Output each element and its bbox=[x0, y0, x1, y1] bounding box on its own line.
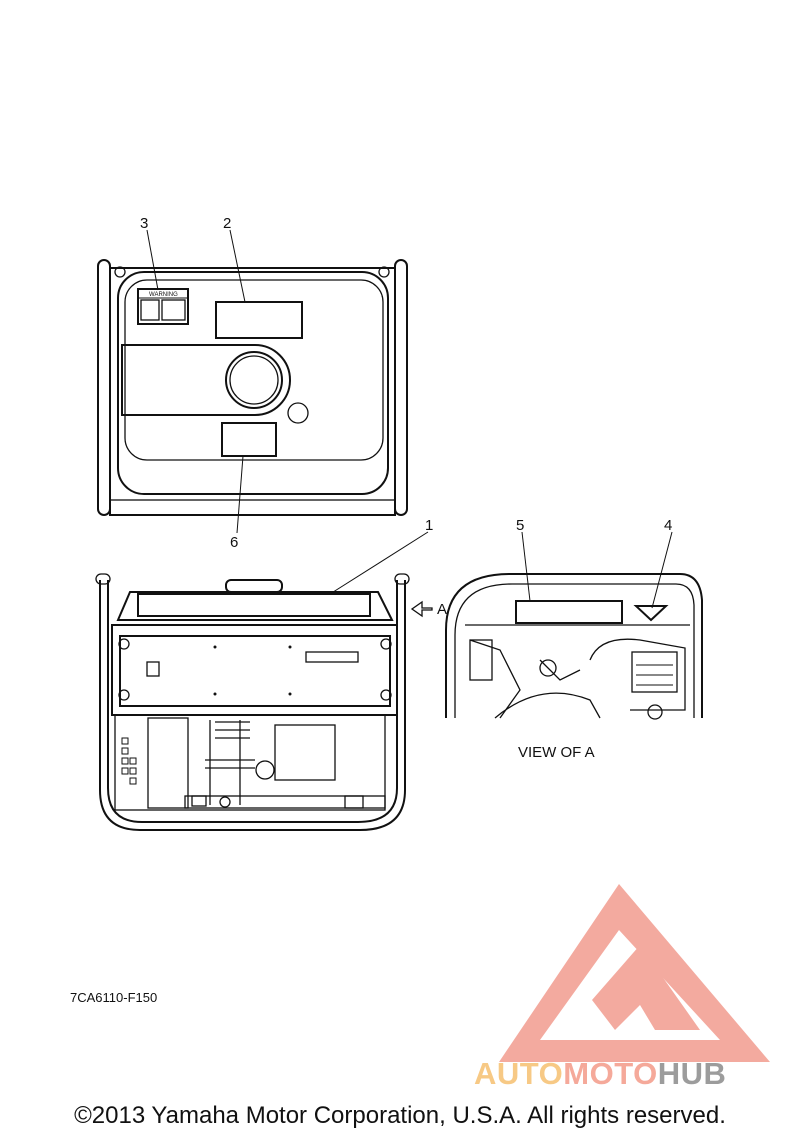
watermark-logo bbox=[499, 884, 770, 1062]
watermark-text: AUTOMOTOHUB bbox=[474, 1056, 726, 1092]
part-number: 7CA6110-F150 bbox=[70, 990, 158, 1005]
label-2 bbox=[215, 301, 303, 339]
callout-4: 4 bbox=[664, 517, 672, 534]
top-view: WARNING 3 2 6 bbox=[97, 215, 408, 551]
watermark-moto: MOTO bbox=[563, 1056, 658, 1091]
callout-3: 3 bbox=[140, 215, 148, 232]
watermark-auto: AUTO bbox=[474, 1056, 564, 1091]
callout-6: 6 bbox=[230, 534, 238, 551]
front-view: A 1 bbox=[95, 517, 447, 831]
label-1 bbox=[137, 593, 371, 617]
watermark-hub: HUB bbox=[657, 1056, 727, 1091]
callout-1: 1 bbox=[425, 517, 433, 534]
label-3-warning: WARNING bbox=[137, 288, 189, 325]
label-4 bbox=[633, 605, 669, 622]
view-of-a: 5 4 VIEW OF A bbox=[445, 517, 703, 761]
warning-text: WARNING bbox=[149, 292, 178, 298]
callout-5: 5 bbox=[516, 517, 524, 534]
view-arrow-label: A bbox=[437, 601, 447, 618]
view-caption: VIEW OF A bbox=[518, 744, 595, 761]
callout-2: 2 bbox=[223, 215, 231, 232]
copyright-notice: ©2013 Yamaha Motor Corporation, U.S.A. A… bbox=[74, 1102, 726, 1129]
label-6 bbox=[221, 422, 277, 457]
label-5 bbox=[515, 600, 623, 624]
